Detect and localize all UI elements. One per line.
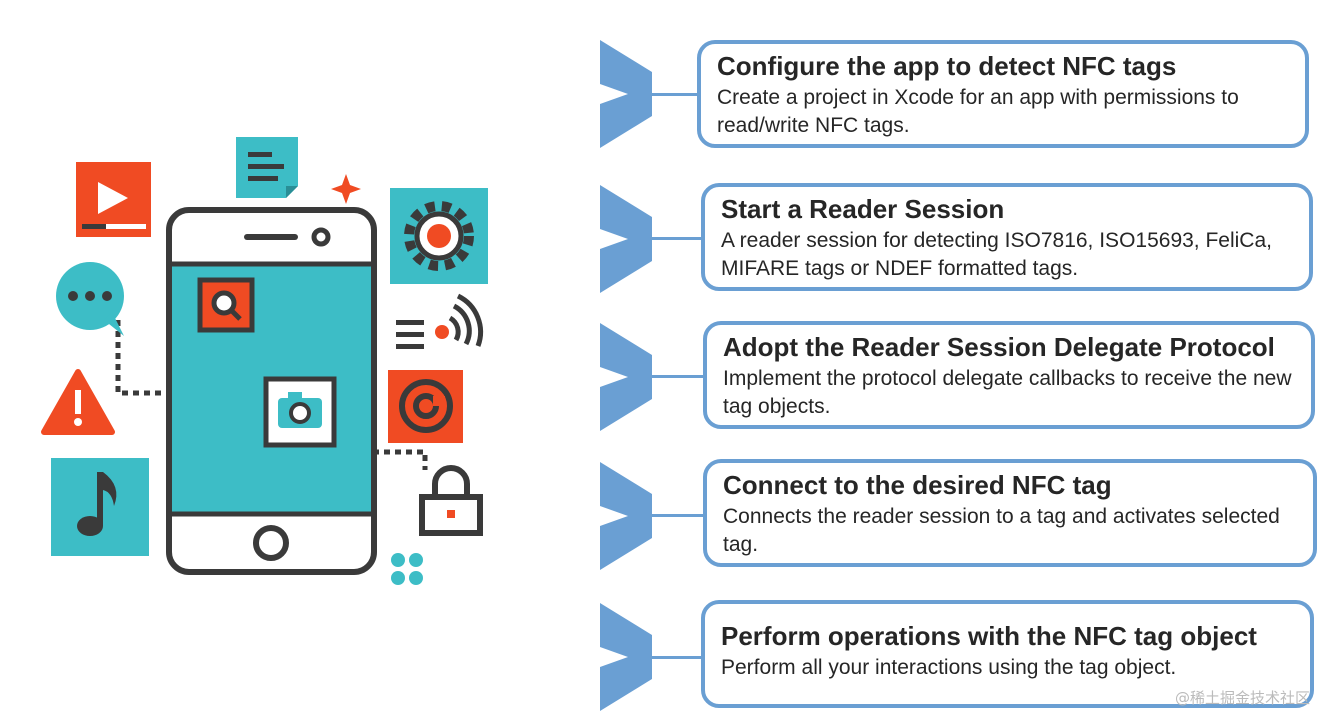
camera-icon: [263, 376, 337, 448]
step-2-title: Start a Reader Session: [721, 194, 1005, 224]
grid-dots-icon: [391, 553, 423, 585]
gear-icon: [390, 188, 488, 284]
step-5-chevron-icon: [600, 603, 652, 711]
step-1-connector: [652, 93, 700, 96]
step-2-box: Start a Reader Session A reader session …: [701, 183, 1313, 291]
document-icon: [236, 137, 298, 198]
step-5-title: Perform operations with the NFC tag obje…: [721, 621, 1257, 651]
step-2-connector: [652, 237, 704, 240]
warning-icon: [41, 369, 115, 435]
step-4-connector: [652, 514, 706, 517]
step-4-description: Connects the reader session to a tag and…: [723, 505, 1280, 556]
video-play-icon: [76, 162, 151, 237]
step-3-connector: [652, 375, 706, 378]
step-3-chevron-icon: [600, 323, 652, 431]
sparkle-icon: [331, 174, 361, 204]
step-4-box: Connect to the desired NFC tag Connects …: [703, 459, 1317, 567]
step-2-chevron-icon: [600, 185, 652, 293]
search-icon: [197, 277, 255, 333]
step-1-chevron-icon: [600, 40, 652, 148]
step-2-description: A reader session for detecting ISO7816, …: [721, 229, 1272, 280]
step-1-box: Configure the app to detect NFC tags Cre…: [697, 40, 1309, 148]
wireless-signal-icon: [396, 293, 484, 349]
watermark: @稀土掘金技术社区: [1174, 689, 1310, 707]
step-1-description: Create a project in Xcode for an app wit…: [717, 86, 1239, 137]
step-5-description: Perform all your interactions using the …: [721, 656, 1177, 679]
padlock-icon: [419, 465, 483, 536]
step-3-title: Adopt the Reader Session Delegate Protoc…: [723, 332, 1275, 362]
chat-bubble-icon: [56, 262, 124, 336]
step-4-title: Connect to the desired NFC tag: [723, 470, 1112, 500]
step-1-title: Configure the app to detect NFC tags: [717, 51, 1177, 81]
nfc-illustration: [41, 137, 488, 585]
music-note-icon: [51, 458, 149, 556]
step-5-box: Perform operations with the NFC tag obje…: [701, 600, 1314, 708]
step-5-connector: [652, 656, 704, 659]
step-3-description: Implement the protocol delegate callback…: [723, 367, 1292, 418]
at-sign-icon: [388, 370, 463, 443]
step-3-box: Adopt the Reader Session Delegate Protoc…: [703, 321, 1315, 429]
step-4-chevron-icon: [600, 462, 652, 570]
